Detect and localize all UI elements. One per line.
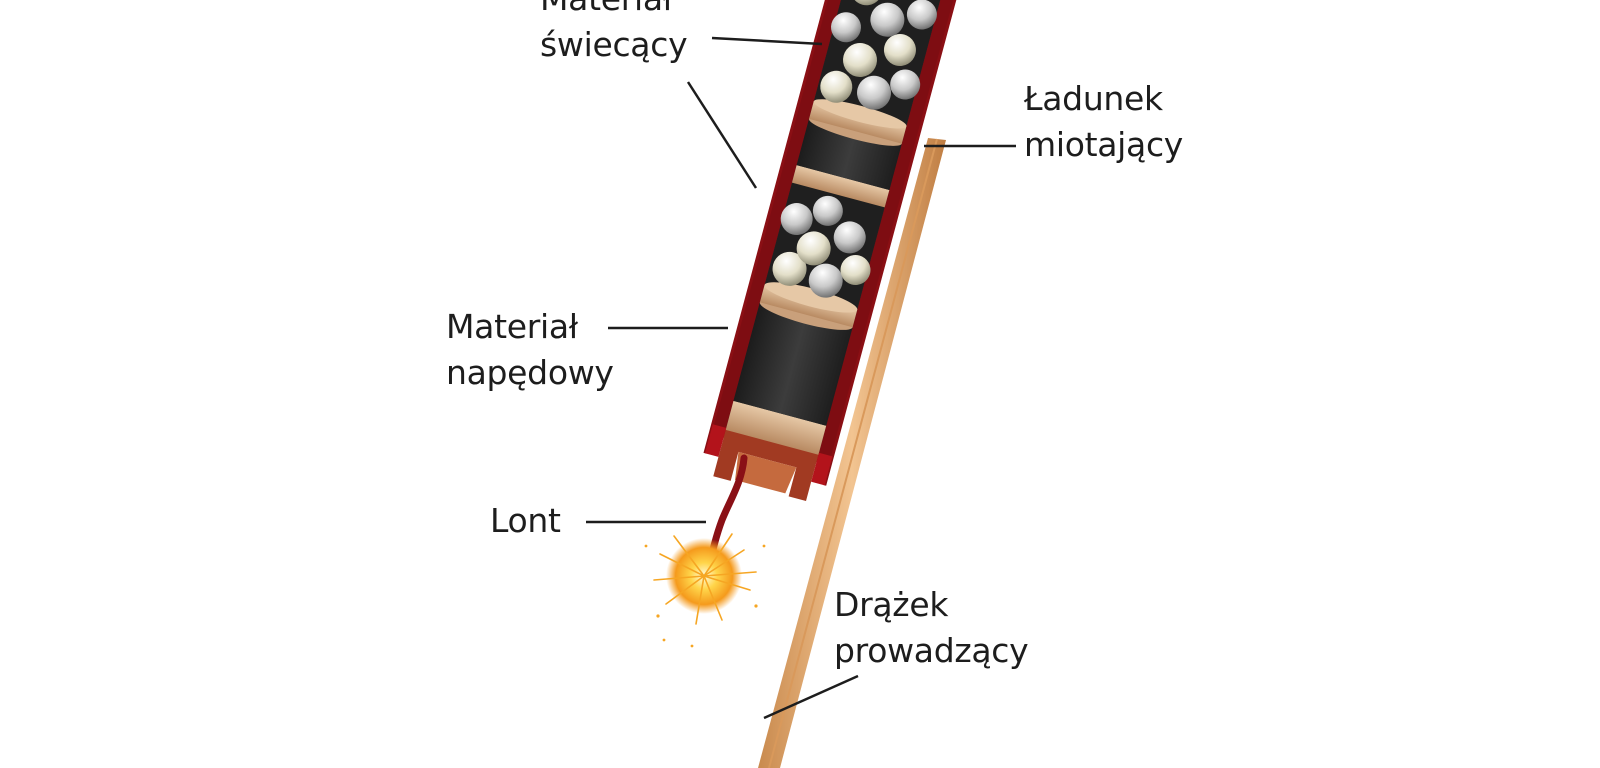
propelling-charge: [791, 99, 907, 208]
propellant-block: [725, 282, 858, 455]
rocket-tube: [703, 0, 961, 502]
spark-icon: [644, 533, 766, 648]
label-charge-line2: miotający: [1024, 125, 1184, 164]
label-charge-line1: Ładunek: [1024, 79, 1163, 118]
label-glowing-line1: Materiał: [540, 0, 687, 22]
glowing-stars-lower: [772, 195, 871, 298]
label-propellant-line2: napędowy: [446, 353, 614, 392]
label-propellant-line1: Materiał: [446, 307, 578, 346]
label-propellant: Materiał napędowy: [446, 304, 614, 396]
label-glowing-line2: świecący: [540, 25, 688, 64]
label-fuse-line1: Lont: [490, 501, 561, 540]
label-propelling-charge: Ładunek miotający: [1024, 76, 1183, 168]
label-glowing-material: Materiał świecący: [540, 0, 688, 68]
label-guide-stick: Drążek prowadzący: [834, 582, 1029, 674]
label-stick-line2: prowadzący: [834, 631, 1029, 670]
glowing-stars-upper: [820, 0, 937, 110]
leader-lines: [586, 36, 1016, 720]
label-fuse: Lont: [490, 498, 561, 544]
guide-stick: [758, 138, 946, 768]
label-stick-line1: Drążek: [834, 585, 949, 624]
